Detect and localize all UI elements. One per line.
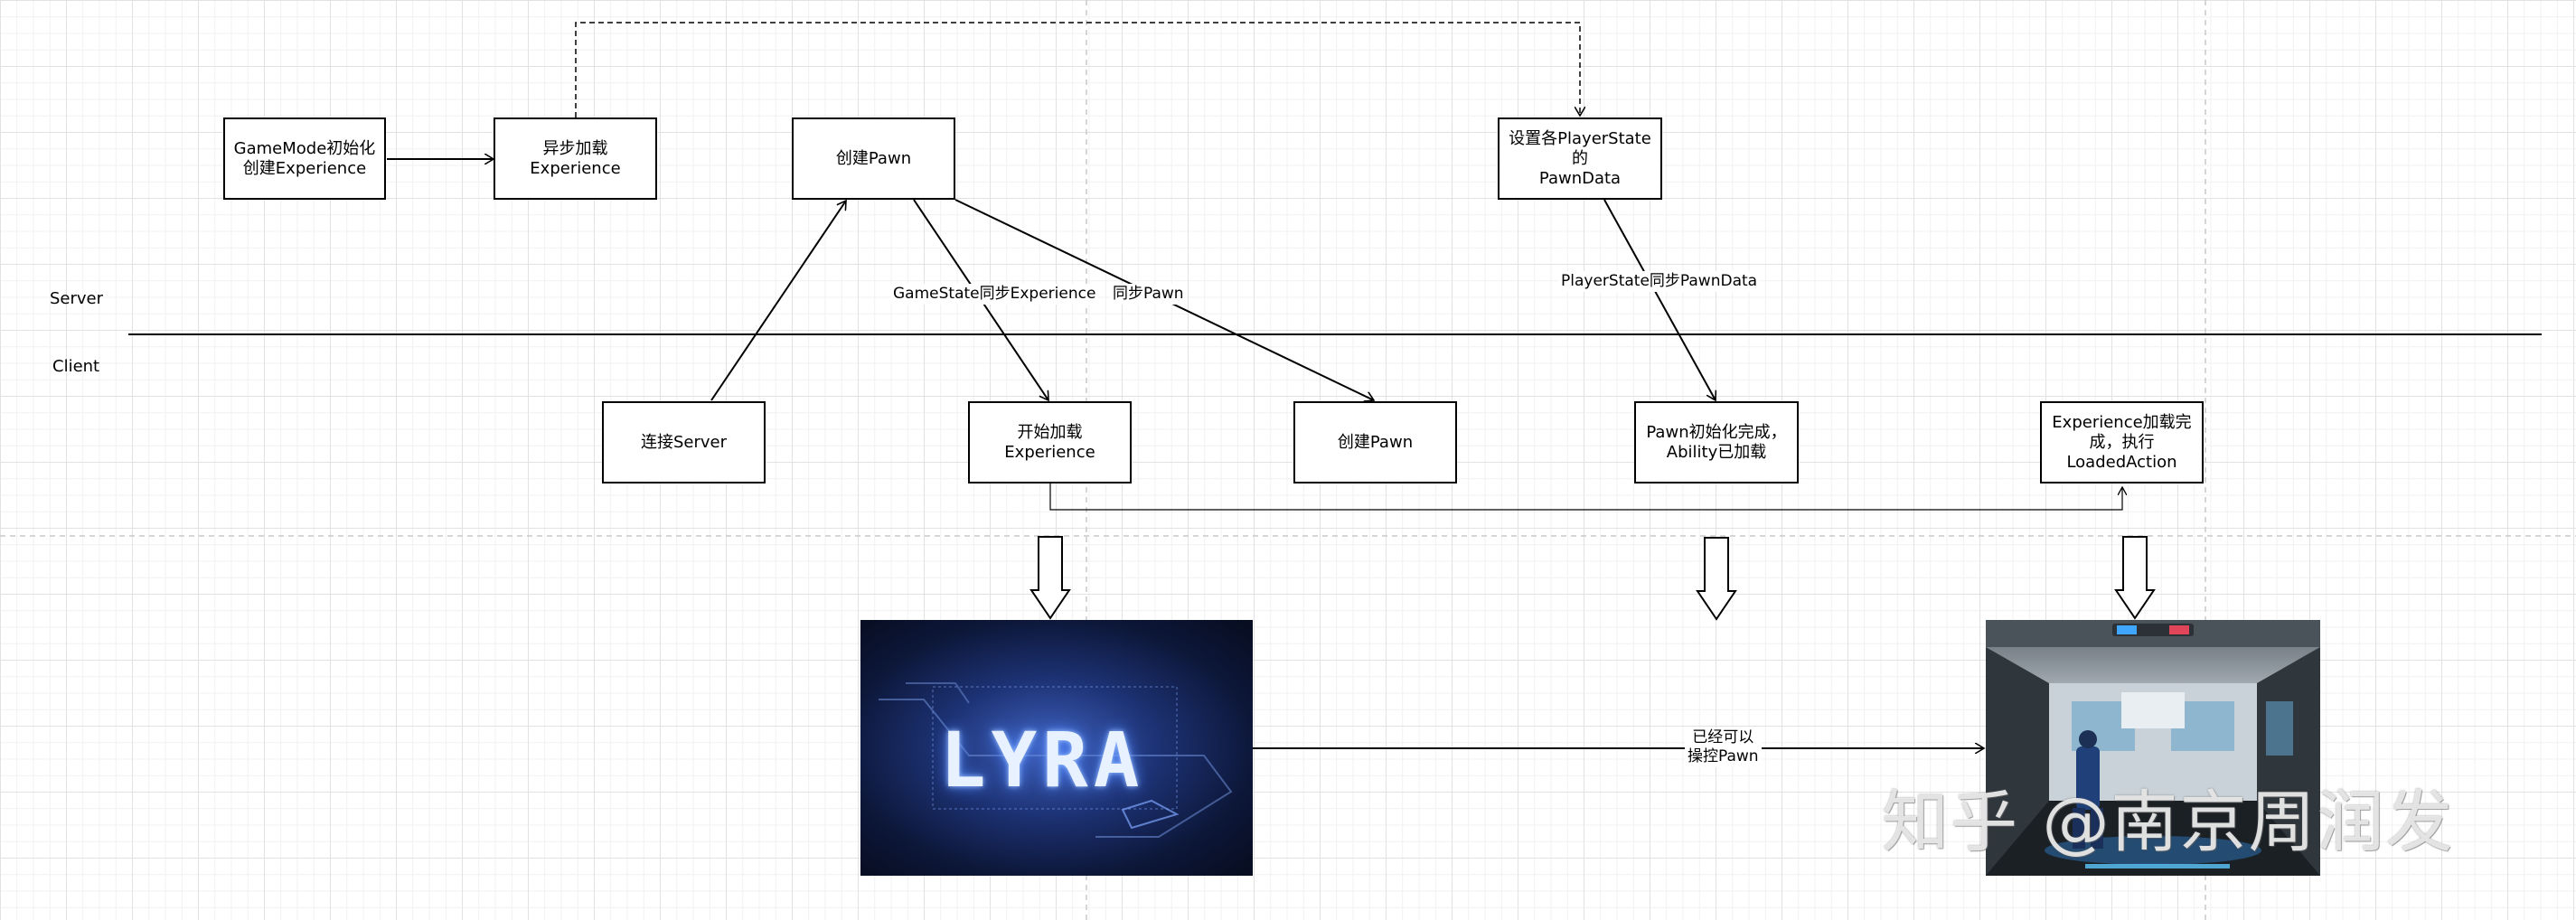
gameplay-screenshot-image xyxy=(1986,620,2320,876)
label-sync-pawn: 同步Pawn xyxy=(1110,284,1187,305)
node-experience-loaded: Experience加载完 成，执行 LoadedAction xyxy=(2040,401,2204,483)
block-arrow-gameplay xyxy=(2114,536,2156,620)
node-connect-server: 连接Server xyxy=(602,401,766,483)
label-can-control-pawn: 已经可以 操控Pawn xyxy=(1685,728,1762,767)
gameplay-scene-art xyxy=(1986,620,2320,876)
node-async-load-experience: 异步加载Experience xyxy=(494,117,657,200)
server-lane-label: Server xyxy=(50,289,104,308)
client-lane-label: Client xyxy=(52,357,100,376)
lyra-logo-text: LYRA xyxy=(940,716,1145,804)
arrow-pawndata-to-pawn-init xyxy=(1603,199,1716,400)
block-arrow-loading xyxy=(1029,536,1071,620)
lyra-loading-screen-image: LYRA xyxy=(860,620,1253,876)
node-server-create-pawn: 创建Pawn xyxy=(792,117,955,200)
arrow-start-load-to-loaded xyxy=(1049,483,2122,511)
zhihu-watermark: 知乎 @南京周润发 xyxy=(1882,784,2455,861)
label-gamestate-sync: GameState同步Experience xyxy=(890,284,1099,305)
node-start-load-experience: 开始加载Experience xyxy=(968,401,1132,483)
node-gamemode-init: GameMode初始化 创建Experience xyxy=(223,117,386,200)
block-arrow-pawn-ready xyxy=(1696,537,1737,621)
node-client-create-pawn: 创建Pawn xyxy=(1293,401,1457,483)
node-set-playerstate-pawndata: 设置各PlayerState的 PawnData xyxy=(1498,117,1662,200)
node-pawn-init-complete: Pawn初始化完成， Ability已加载 xyxy=(1634,401,1799,483)
lyra-decor-lines xyxy=(879,682,1233,838)
dashed-arrow-async-load-to-pawndata xyxy=(575,22,1580,117)
label-playerstate-sync: PlayerState同步PawnData xyxy=(1558,271,1761,292)
arrow-connect-to-create-pawn xyxy=(710,201,846,401)
